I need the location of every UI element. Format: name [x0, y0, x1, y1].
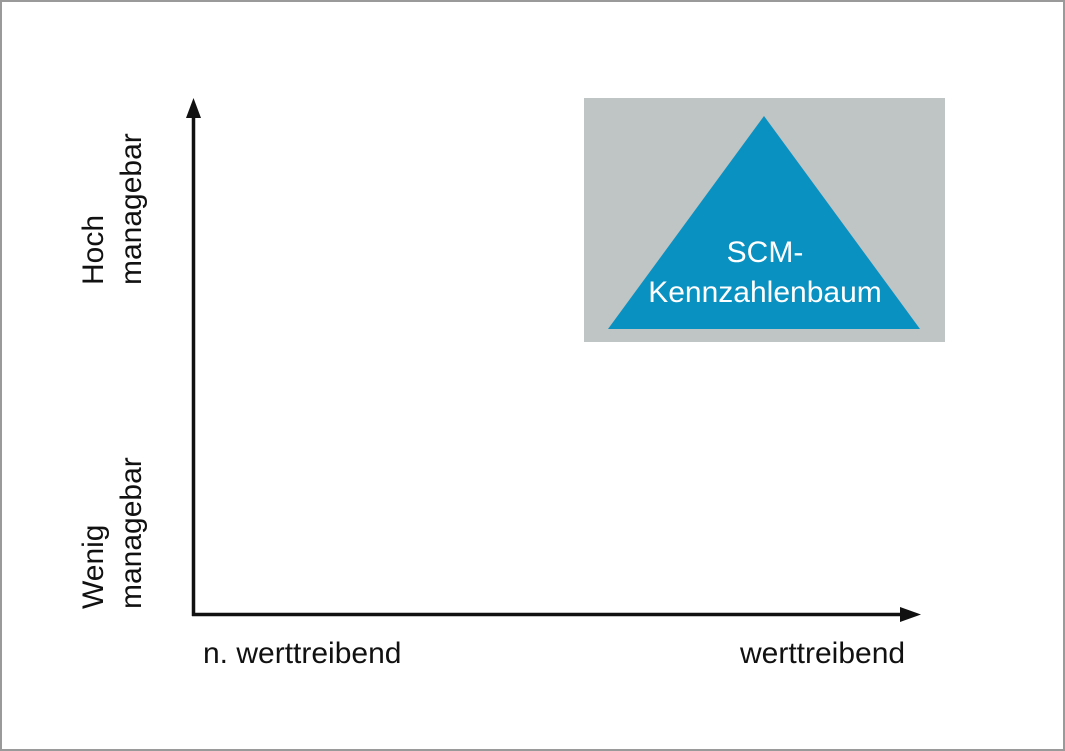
x-axis-label-left: n. werttreibend [203, 637, 402, 670]
y-axis-arrowhead-icon [186, 98, 201, 118]
scm-kennzahlenbaum-triangle [608, 116, 920, 329]
x-axis-label-right: werttreibend [740, 637, 906, 670]
triangle-label-line2: Kennzahlenbaum [648, 276, 882, 309]
x-axis-arrowhead-icon [900, 607, 921, 622]
y-axis-label-bottom-line2: managebar [115, 457, 148, 609]
y-axis-label-top-line2: managebar [115, 133, 148, 285]
y-axis-label-bottom-line1: Wenig [77, 524, 110, 610]
triangle-label-line1: SCM- [726, 236, 804, 269]
y-axis-label-top: Hoch managebar [75, 115, 151, 285]
y-axis-label-top-line1: Hoch [77, 214, 110, 285]
y-axis-label-bottom: Wenig managebar [75, 439, 151, 609]
triangle-label: SCM- Kennzahlenbaum [585, 233, 945, 313]
